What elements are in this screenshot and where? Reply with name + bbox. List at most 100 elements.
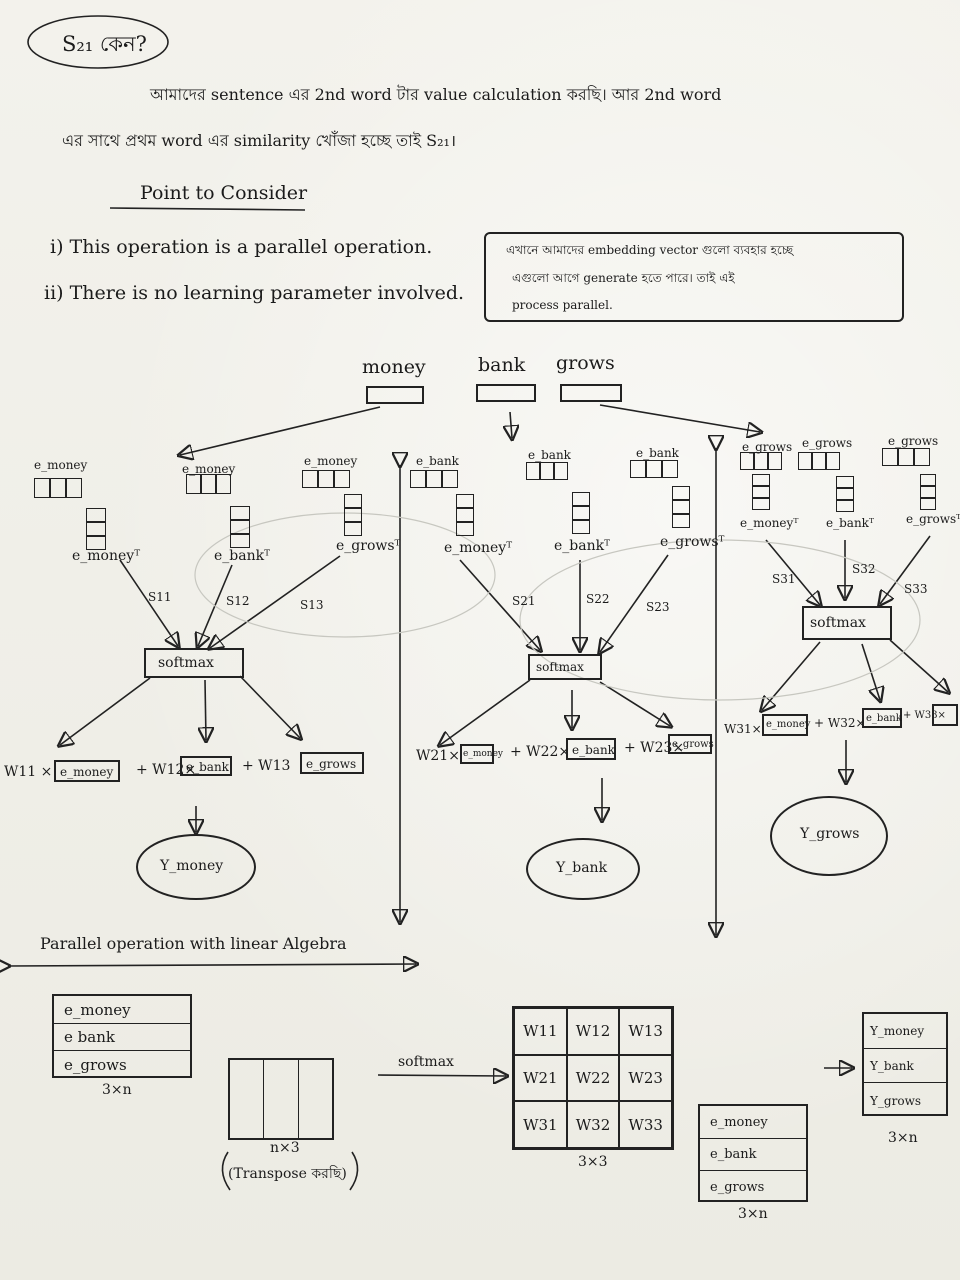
- g1-vertical-vector-1: [86, 508, 106, 550]
- g1-vertical-vector-2: [230, 506, 250, 548]
- g1-softmax-label: softmax: [158, 655, 214, 671]
- g3-sum-e-bank: e_bank: [866, 713, 902, 724]
- g1-vertical-vector-3: [344, 494, 362, 536]
- g3-sum-e-money-box: e_money: [762, 714, 811, 736]
- g2-vertical-vector-3: [672, 486, 690, 528]
- g1-sum-e-money: e_money: [60, 765, 114, 779]
- g1-e-row-label-1: e_money: [182, 462, 236, 476]
- g3-e-row-vector-2: [798, 452, 840, 470]
- g3-transpose-label-2: e_bankᵀ: [826, 516, 874, 530]
- g3-sum-e-grows-box: [932, 704, 958, 726]
- g1-e-row-vector-1: [186, 474, 231, 494]
- g1-sum-w11: W11 ×: [4, 764, 53, 780]
- g1-transpose-label-2: e_bankᵀ: [214, 548, 270, 564]
- g3-e-row-label-2: e_grows: [802, 436, 853, 450]
- value-matrix-row-2: e_bank: [700, 1139, 806, 1171]
- g1-e-row-vector-3: [410, 470, 458, 488]
- g3-y-label: Y_grows: [800, 826, 860, 842]
- g1-transpose-label-3: e_growsᵀ: [336, 538, 401, 554]
- g1-sum-e-money-box: e_money: [54, 760, 120, 782]
- point-item-1: i) This operation is a parallel operatio…: [50, 236, 433, 258]
- bank-embedding-box: [476, 384, 536, 402]
- g1-sum-e-grows: e_grows: [306, 757, 357, 771]
- g3-transpose-label-3: e_growsᵀ: [906, 512, 960, 526]
- g1-sum-e-bank: e_bank: [186, 760, 229, 774]
- intro-line-2: এর সাথে প্রথম word এর similarity খোঁজা হ…: [62, 131, 457, 150]
- embedding-matrix-dim: 3×n: [102, 1082, 132, 1098]
- g3-sum-e-money: e_money: [766, 719, 811, 730]
- intro-line-1: আমাদের sentence এর 2nd word টার value ca…: [150, 85, 722, 104]
- embedding-matrix: e_money e bank e_grows: [52, 994, 192, 1078]
- g1-e-row-label-2: e_money: [304, 454, 358, 468]
- weight-cell: W11: [514, 1008, 567, 1055]
- g3-vertical-vector-3: [920, 474, 936, 510]
- weight-cell: W12: [566, 1008, 620, 1055]
- weight-cell: W31: [514, 1101, 567, 1148]
- g1-sum-e-bank-box: e_bank: [180, 756, 232, 776]
- transpose-matrix-dim: n×3: [270, 1140, 300, 1156]
- g2-e-row-vector-2: [630, 460, 678, 478]
- g3-s-label-2: S32: [852, 562, 876, 576]
- g2-sum-e-bank: e_bank: [572, 743, 615, 757]
- g2-sum-e-money: e_money: [463, 749, 503, 759]
- g2-sum-e-bank-box: e_bank: [566, 738, 616, 760]
- grows-embedding-box: [560, 384, 622, 402]
- transpose-note: (Transpose করছি): [228, 1166, 347, 1182]
- weight-matrix: W11 W12 W13 W21 W22 W23 W31 W32 W33: [512, 1006, 674, 1150]
- g3-s-label-3: S33: [904, 582, 928, 596]
- g3-sum-e-bank-box: e_bank: [862, 708, 902, 728]
- g2-y-output: Y_bank: [526, 838, 640, 900]
- g3-softmax-box: softmax: [802, 606, 892, 640]
- g1-transpose-label-1: e_moneyᵀ: [72, 548, 141, 564]
- g2-sum-w22: + W22×: [510, 744, 571, 760]
- g1-s-label-2: S12: [226, 594, 250, 608]
- g3-sum-w31: W31×: [724, 722, 762, 736]
- g3-sum-w33: + W33×: [903, 710, 946, 721]
- output-matrix-dim: 3×n: [888, 1130, 918, 1146]
- embedding-matrix-row-2: e bank: [54, 1024, 190, 1051]
- g1-e-left-vector: [34, 478, 82, 498]
- note-line-1: এখানে আমাদের embedding vector গুলো ব্যবহ…: [506, 243, 794, 257]
- output-matrix-row-1: Y_money: [864, 1014, 946, 1049]
- g3-y-output: Y_grows: [770, 796, 888, 876]
- g2-transpose-label-3: e_growsᵀ: [660, 534, 725, 550]
- value-matrix-row-3: e_grows: [710, 1180, 765, 1195]
- g2-e-row-vector-1: [526, 462, 568, 480]
- embedding-matrix-row-1: e_money: [54, 996, 190, 1024]
- g2-transpose-label-1: e_moneyᵀ: [444, 540, 513, 556]
- embedding-matrix-row-3: e_grows: [64, 1055, 127, 1074]
- linear-softmax-label: softmax: [398, 1054, 454, 1070]
- g1-sum-e-grows-box: e_grows: [300, 752, 364, 774]
- g2-s-label-3: S23: [646, 600, 670, 614]
- g2-sum-w21: W21×: [416, 748, 460, 764]
- g2-y-label: Y_bank: [556, 860, 608, 876]
- g3-e-row-label-1: e_grows: [742, 440, 793, 454]
- g2-e-row-label-1: e_bank: [528, 448, 571, 462]
- g2-e-row-label-2: e_bank: [636, 446, 679, 460]
- g3-s-label-1: S31: [772, 572, 796, 586]
- g1-softmax-box: softmax: [144, 648, 244, 678]
- g3-vertical-vector-2: [836, 476, 854, 512]
- linear-heading: Parallel operation with linear Algebra: [40, 934, 347, 953]
- g3-transpose-label-1: e_moneyᵀ: [740, 516, 799, 530]
- g2-softmax-box: softmax: [528, 654, 602, 680]
- value-matrix: e_money e_bank e_grows: [698, 1104, 808, 1202]
- value-matrix-dim: 3×n: [738, 1206, 768, 1222]
- output-matrix-row-2: Y_bank: [864, 1049, 946, 1083]
- weight-cell: W21: [514, 1054, 567, 1102]
- g1-y-output: Y_money: [136, 834, 256, 900]
- money-embedding-box: [366, 386, 424, 404]
- g1-s-label-3: S13: [300, 598, 324, 612]
- weight-matrix-dim: 3×3: [578, 1154, 608, 1170]
- transpose-matrix: [228, 1058, 334, 1140]
- g2-sum-e-grows-box: e_grows: [668, 734, 714, 754]
- g1-e-row-label-3: e_bank: [416, 454, 459, 468]
- page-title: S₂₁ কেন?: [62, 32, 147, 56]
- g1-s-label-1: S11: [148, 590, 172, 604]
- g2-s-label-1: S21: [512, 594, 536, 608]
- word-bank: bank: [478, 354, 526, 376]
- g2-sum-e-grows: e_grows: [672, 739, 714, 750]
- g3-vertical-vector-1: [752, 474, 770, 510]
- g3-softmax-label: softmax: [810, 615, 866, 631]
- note-line-2: এগুলো আগে generate হতে পারে। তাই এই: [512, 271, 735, 285]
